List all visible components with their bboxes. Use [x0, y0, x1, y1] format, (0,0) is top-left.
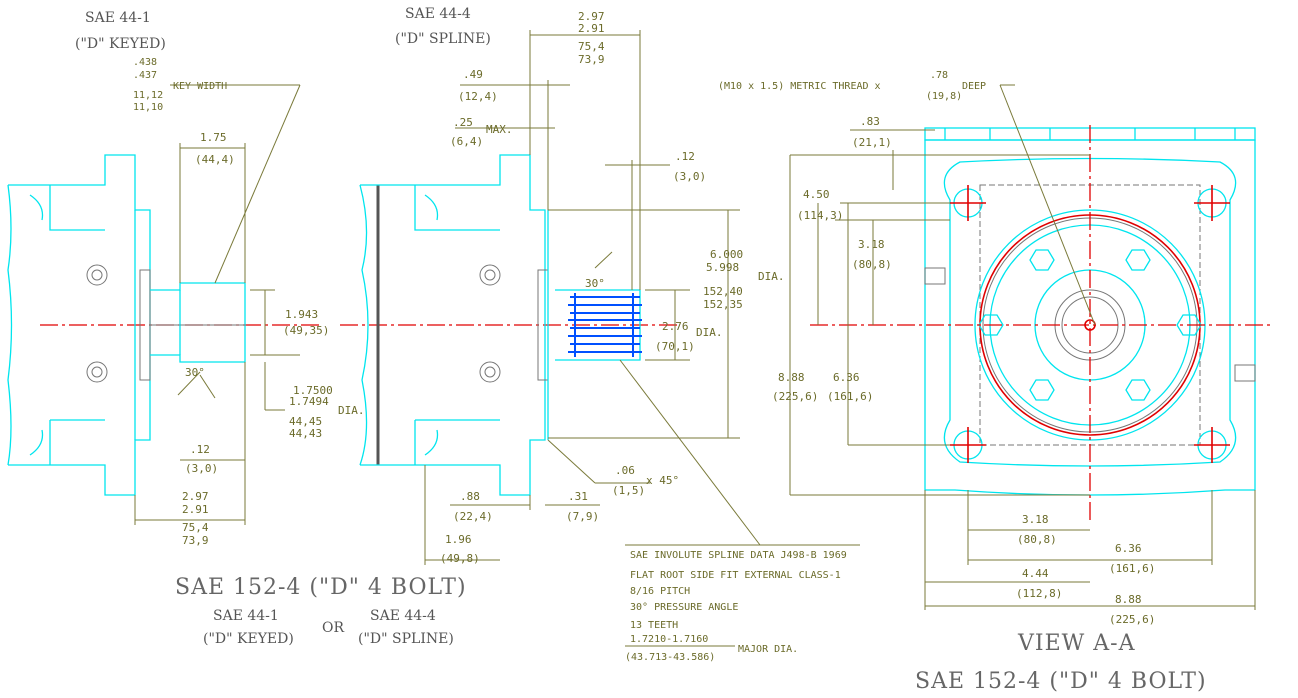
dim-49: .49	[463, 68, 483, 81]
thread-suffix: DEEP	[962, 81, 986, 92]
dim-83-mm: (21,1)	[852, 136, 892, 149]
max-label: MAX.	[486, 123, 513, 136]
spline-dia: 2.76	[662, 320, 689, 333]
dia-mm-upper: 44,45	[289, 415, 322, 428]
dim-83: .83	[860, 115, 880, 128]
dia-lower: 1.7494	[289, 395, 329, 408]
dim-31: .31	[568, 490, 588, 503]
dim-318v: 3.18	[858, 238, 885, 251]
dim-12-mid-mm: (3,0)	[673, 170, 706, 183]
pilot-label: DIA.	[758, 270, 785, 283]
dim-888v: 8.88	[778, 371, 805, 384]
dim-450-mm: (114,3)	[797, 209, 843, 222]
dim-1-75-mm: (44,4)	[195, 153, 235, 166]
len-lower-mid: 2.91	[578, 22, 605, 35]
dim-888v-mm: (225,6)	[772, 390, 818, 403]
len-upper-left: 2.97	[182, 490, 209, 503]
len-mm-upper-mid: 75,4	[578, 40, 605, 53]
key-width-mm-lower: 11,10	[133, 102, 163, 113]
dim-25-mm: (6,4)	[450, 135, 483, 148]
footer-or: OR	[322, 620, 344, 636]
footer-left-title: SAE 152-4 ("D" 4 BOLT)	[175, 575, 467, 600]
right-view-a-a: (M10 x 1.5) METRIC THREAD x .78 (19,8) D…	[718, 70, 1270, 694]
dim-12-mid: .12	[675, 150, 695, 163]
len-mm-lower-mid: 73,9	[578, 53, 605, 66]
dim-444h: 4.44	[1022, 567, 1049, 580]
dim-12-left: .12	[190, 443, 210, 456]
dim-636h-mm: (161,6)	[1109, 562, 1155, 575]
dim-1-943-mm: (49,35)	[283, 324, 329, 337]
dim-318h-mm: (80,8)	[1017, 533, 1057, 546]
thread-depth: .78	[930, 70, 948, 81]
spline-note-2: FLAT ROOT SIDE FIT EXTERNAL CLASS-1	[630, 570, 841, 581]
spline-dia-mm: (70,1)	[655, 340, 695, 353]
spline-note-3: 8/16 PITCH	[630, 586, 690, 597]
dim-318v-mm: (80,8)	[852, 258, 892, 271]
left-view-keyed: SAE 44-1 ("D" KEYED) .438 .437 11,12 11,…	[7, 10, 365, 547]
dim-196-mm: (49,8)	[440, 552, 480, 565]
pilot-lower: 5.998	[706, 261, 739, 274]
dim-636v-mm: (161,6)	[827, 390, 873, 403]
left-header-1: SAE 44-1	[85, 10, 151, 26]
len-lower-left: 2.91	[182, 503, 209, 516]
dim-88: .88	[460, 490, 480, 503]
spline-note-1: SAE INVOLUTE SPLINE DATA J498-B 1969	[630, 550, 847, 561]
spline-note-6-suffix: MAJOR DIA.	[738, 644, 798, 655]
view-a-a-label: VIEW A-A	[1017, 631, 1136, 656]
len-mm-lower-left: 73,9	[182, 534, 209, 547]
dim-636h: 6.36	[1115, 542, 1142, 555]
footer-sub2-line1: SAE 44-4	[370, 608, 436, 624]
dim-1-75: 1.75	[200, 131, 227, 144]
dim-318h: 3.18	[1022, 513, 1049, 526]
thread-depth-mm: (19,8)	[926, 91, 962, 102]
spline-note-5: 13 TEETH	[630, 620, 678, 631]
spline-notes: SAE INVOLUTE SPLINE DATA J498-B 1969 FLA…	[625, 544, 860, 663]
dia-mm-lower: 44,43	[289, 427, 322, 440]
key-width-lower: .437	[133, 70, 157, 81]
dim-444h-mm: (112,8)	[1016, 587, 1062, 600]
spline-note-6: 1.7210-1.7160	[630, 634, 708, 645]
chamfer-mm: (1,5)	[612, 484, 645, 497]
key-width-upper: .438	[133, 57, 157, 68]
dim-196: 1.96	[445, 533, 472, 546]
pilot-mm-upper: 152,40	[703, 285, 743, 298]
dim-12-left-mm: (3,0)	[185, 462, 218, 475]
middle-view-spline: SAE 44-4 ("D" SPLINE) 2.97 2.91 75,4 73,…	[340, 6, 785, 565]
footer-sub2-line2: ("D" SPLINE)	[358, 631, 454, 647]
dia-upper: 1.7500	[293, 384, 333, 397]
len-upper-mid: 2.97	[578, 10, 605, 23]
bolt-holes	[950, 185, 1230, 463]
footer-left: SAE 152-4 ("D" 4 BOLT) SAE 44-1 ("D" KEY…	[175, 575, 467, 647]
key-width-mm-upper: 11,12	[133, 90, 163, 101]
len-mm-upper-left: 75,4	[182, 521, 209, 534]
middle-header-2: ("D" SPLINE)	[395, 31, 491, 47]
dim-1-943: 1.943	[285, 308, 318, 321]
dim-888h: 8.88	[1115, 593, 1142, 606]
dim-888h-mm: (225,6)	[1109, 613, 1155, 626]
left-header-2: ("D" KEYED)	[75, 36, 166, 52]
view-a-a-title: SAE 152-4 ("D" 4 BOLT)	[915, 669, 1207, 694]
spline-dia-label: DIA.	[696, 326, 723, 339]
thread-prefix: (M10 x 1.5) METRIC THREAD x	[718, 81, 881, 92]
spline-note-7: (43.713-43.586)	[625, 652, 715, 663]
angle-30-left: 30°	[185, 366, 205, 379]
chamfer-x: x 45°	[646, 474, 679, 487]
footer-sub1-line2: ("D" KEYED)	[203, 631, 294, 647]
pilot-upper: 6.000	[710, 248, 743, 261]
dim-88-mm: (22,4)	[453, 510, 493, 523]
middle-header-1: SAE 44-4	[405, 6, 471, 22]
footer-sub1-line1: SAE 44-1	[213, 608, 279, 624]
key-width-label: KEY WIDTH	[173, 81, 227, 92]
dim-31-mm: (7,9)	[566, 510, 599, 523]
dim-636v: 6.36	[833, 371, 860, 384]
dim-25: .25	[453, 116, 473, 129]
spline-note-4: 30° PRESSURE ANGLE	[630, 602, 738, 613]
angle-30-mid: 30°	[585, 277, 605, 290]
dim-49-mm: (12,4)	[458, 90, 498, 103]
chamfer: .06	[615, 464, 635, 477]
dim-450: 4.50	[803, 188, 830, 201]
pilot-mm-lower: 152,35	[703, 298, 743, 311]
dia-label-left: DIA.	[338, 404, 365, 417]
